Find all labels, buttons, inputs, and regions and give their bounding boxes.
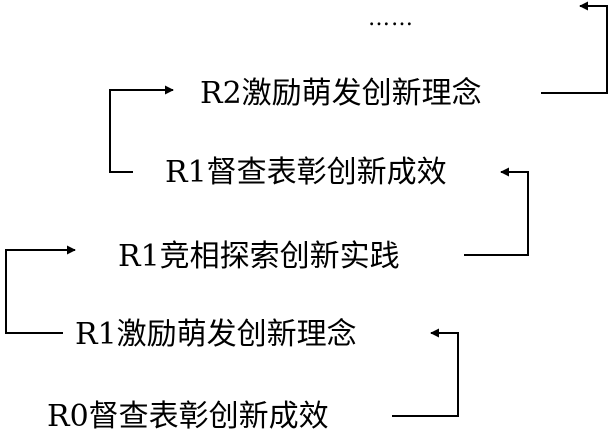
arrow-r1-inspire-to-r1-practice: [5, 245, 76, 334]
arrow-r1-inspect-to-r2-inspire: [109, 85, 174, 173]
step-r1-practice-label: R1竞相探索创新实践: [118, 239, 400, 274]
step-r2-inspire-label: R2激励萌发创新理念: [200, 76, 482, 111]
step-r0-inspect-label: R0督查表彰创新成效: [47, 399, 329, 434]
continuation-ellipsis: ……: [368, 6, 414, 31]
arrow-r0-to-r1-inspire: [392, 328, 459, 417]
step-r1-inspect-label: R1督查表彰创新成效: [165, 155, 447, 190]
step-r1-inspire-label: R1激励萌发创新理念: [75, 317, 357, 352]
arrow-r2-to-next: [541, 1, 608, 94]
arrow-r1-practice-to-r1-inspect: [464, 167, 529, 256]
